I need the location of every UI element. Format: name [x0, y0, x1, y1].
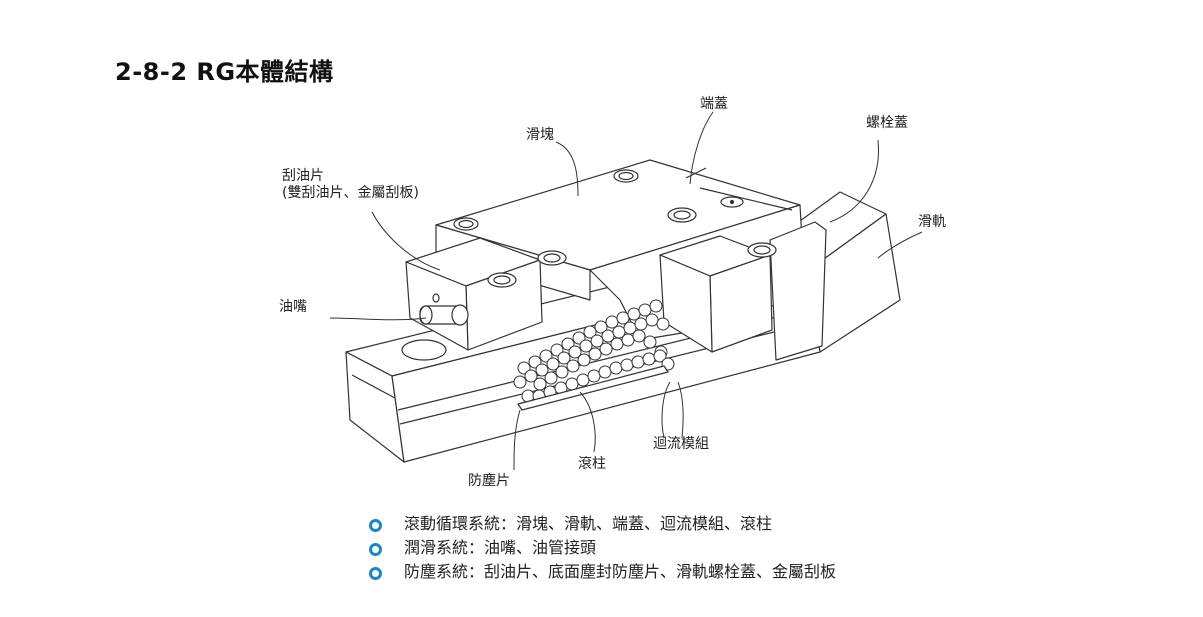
list-item: 潤滑系統：油嘴、油管接頭: [366, 536, 836, 560]
page-title: 2-8-2 RG本體結構: [115, 58, 334, 86]
callout-block: 滑塊: [526, 127, 554, 143]
callout-scraper: 刮油片 (雙刮油片、金屬刮板): [282, 168, 419, 202]
circle-bullet-icon: [369, 519, 382, 532]
list-item: 防塵系統：刮油片、底面塵封防塵片、滑軌螺栓蓋、金屬刮板: [366, 560, 836, 584]
callout-scraper-line1: 刮油片: [282, 168, 324, 184]
callout-bottom-seal: 防塵片: [468, 473, 510, 489]
callout-scraper-line2: (雙刮油片、金屬刮板): [282, 185, 419, 201]
list-item-text: 滾動循環系統：滑塊、滑軌、端蓋、迴流模組、滾柱: [404, 514, 773, 533]
list-item: 滾動循環系統：滑塊、滑軌、端蓋、迴流模組、滾柱: [366, 512, 836, 536]
circle-bullet-icon: [369, 567, 382, 580]
circle-bullet-icon: [369, 543, 382, 556]
list-item-text: 潤滑系統：油嘴、油管接頭: [404, 538, 597, 557]
roller-chain-shape: [513, 299, 675, 403]
system-list: 滾動循環系統：滑塊、滑軌、端蓋、迴流模組、滾柱 潤滑系統：油嘴、油管接頭 防塵系…: [366, 512, 836, 584]
callout-grease-nipple: 油嘴: [279, 299, 307, 315]
leader-lines: [329, 111, 923, 471]
callout-roller: 滾柱: [578, 456, 606, 472]
grease-nipple-shape: [419, 293, 469, 326]
list-item-text: 防塵系統：刮油片、底面塵封防塵片、滑軌螺栓蓋、金屬刮板: [404, 562, 837, 581]
callout-bolt-cap: 螺栓蓋: [866, 115, 908, 131]
callout-rail: 滑軌: [918, 214, 946, 230]
callout-recirculation: 迴流模組: [653, 436, 709, 452]
callout-end-cap: 端蓋: [700, 96, 728, 112]
bottom-seal-shape: [517, 365, 669, 411]
